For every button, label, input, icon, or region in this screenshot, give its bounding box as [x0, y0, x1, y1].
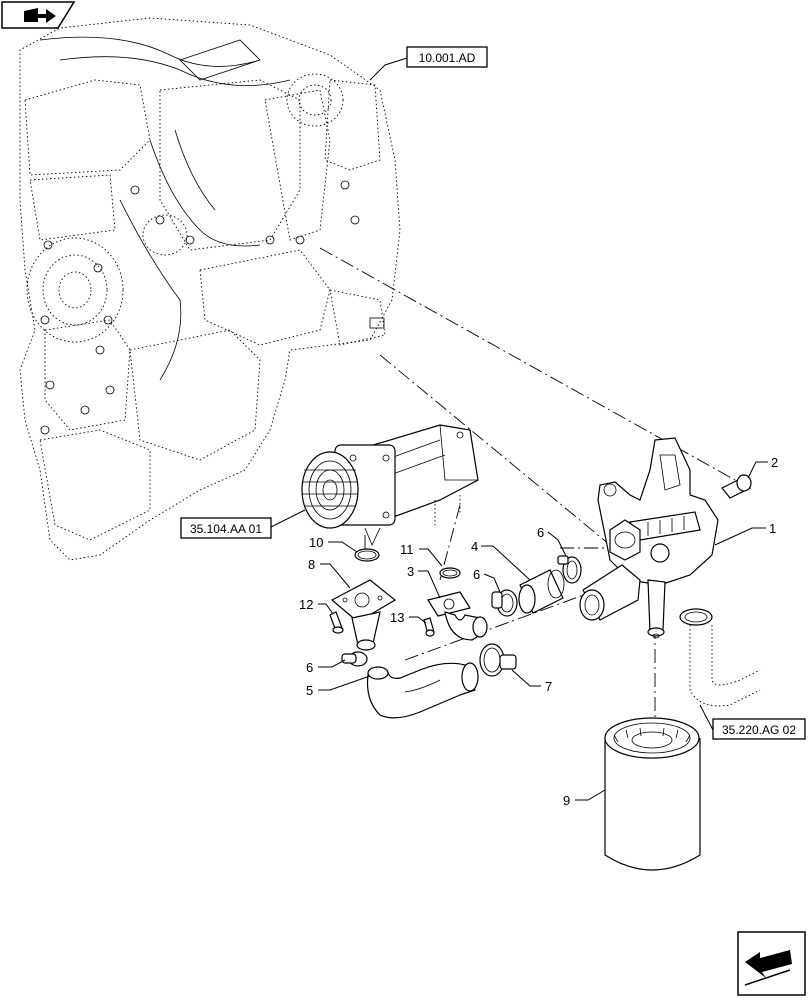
callout-2: 2	[747, 455, 778, 479]
svg-text:1: 1	[769, 521, 776, 536]
svg-text:12: 12	[299, 597, 313, 612]
elbow-hose	[366, 662, 479, 719]
hose-clamp-upper	[557, 555, 582, 584]
svg-text:11: 11	[400, 542, 414, 557]
engine-assembly	[19, 17, 401, 561]
bolt	[721, 474, 752, 499]
hose-clamp-lower	[479, 643, 517, 677]
hose-clamp-bottom-left	[341, 651, 368, 667]
svg-text:7: 7	[545, 679, 552, 694]
callout-10: 10	[309, 535, 358, 553]
svg-text:4: 4	[471, 539, 478, 554]
callout-9: 9	[563, 789, 606, 808]
o-ring-small	[439, 567, 461, 579]
o-ring-large	[354, 548, 380, 562]
filter-head-housing	[579, 437, 719, 639]
svg-text:5: 5	[306, 683, 313, 698]
callout-7: 7	[511, 669, 552, 694]
callout-3: 3	[407, 564, 441, 599]
flange-adapter-small	[427, 591, 488, 641]
reference-engine[interactable]: 10.001.AD	[369, 46, 488, 81]
callout-4: 4	[471, 539, 531, 581]
reference-return-line[interactable]: 35.220.AG 02	[699, 704, 806, 740]
callout-1: 1	[714, 521, 776, 546]
callout-13: 13	[390, 610, 427, 625]
hose-section	[518, 569, 565, 614]
callout-6-middle: 6	[473, 567, 501, 593]
svg-text:35.220.AG 02: 35.220.AG 02	[722, 723, 796, 737]
callout-11: 11	[400, 542, 443, 567]
svg-text:3: 3	[407, 564, 414, 579]
bolt-flange-large	[329, 611, 344, 634]
svg-text:10.001.AD: 10.001.AD	[419, 51, 476, 65]
callout-12: 12	[299, 597, 334, 615]
callout-6-lower: 6	[306, 659, 346, 675]
book-arrow-icon[interactable]	[1, 1, 76, 29]
svg-text:8: 8	[308, 557, 315, 572]
svg-text:35.104.AA 01: 35.104.AA 01	[190, 522, 262, 536]
reference-pump[interactable]: 35.104.AA 01	[180, 509, 306, 539]
callout-6-upper: 6	[537, 525, 567, 557]
callout-8: 8	[308, 557, 351, 589]
return-line-fitting	[679, 608, 761, 707]
svg-text:10: 10	[309, 535, 323, 550]
callout-5: 5	[306, 675, 371, 698]
flange-adapter-large	[330, 579, 397, 651]
next-arrow-icon[interactable]	[737, 931, 806, 996]
svg-text:2: 2	[771, 455, 778, 470]
hose-clamp-middle	[491, 589, 518, 617]
bolt-flange-small	[423, 617, 435, 637]
svg-text:9: 9	[563, 793, 570, 808]
hydraulic-pump	[301, 424, 479, 546]
svg-text:6: 6	[537, 525, 544, 540]
svg-text:13: 13	[390, 610, 404, 625]
svg-text:6: 6	[306, 660, 313, 675]
svg-text:6: 6	[473, 567, 480, 582]
filter-cartridge	[604, 717, 701, 871]
